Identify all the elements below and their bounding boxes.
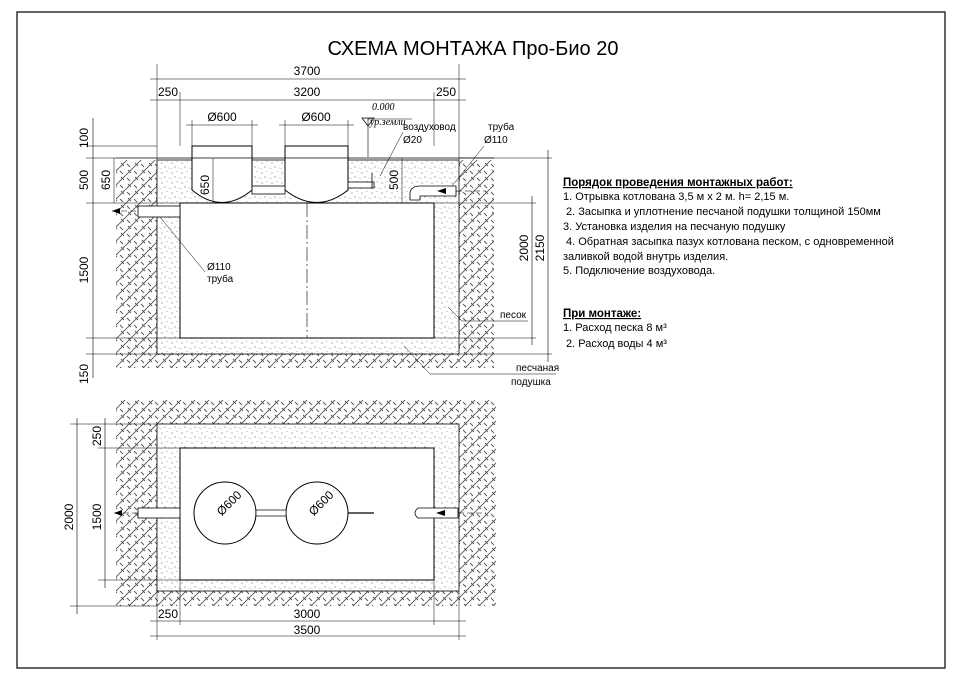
dim-500-inner: 500 <box>387 170 401 190</box>
plan-dim-2000: 2000 <box>62 503 76 530</box>
inlet-diameter: Ø110 <box>484 135 508 146</box>
level-marker-icon <box>361 117 375 127</box>
plan-dim-250-bottom: 250 <box>158 607 178 621</box>
dim-3200: 3200 <box>294 85 321 99</box>
level-value: 0.000 <box>372 102 395 113</box>
air-duct-label: воздуховод <box>403 122 456 133</box>
section-view: 0.000 ур.земли 3700 250 3200 250 Ø600 Ø6… <box>77 64 559 388</box>
plan-view: Ø600 Ø600 2000 1500 250 250 3000 3500 <box>62 400 496 640</box>
level-label: ур.земли <box>369 117 406 128</box>
air-duct <box>347 181 375 189</box>
sand-label: песок <box>500 310 527 321</box>
dim-100: 100 <box>77 128 91 148</box>
procedure-step-5: 5. Подключение воздуховода. <box>563 265 715 277</box>
sheet-frame <box>16 11 946 669</box>
inlet-arrow-icon <box>437 188 446 194</box>
procedure-step-4-cont: заливкой водой внутрь изделия. <box>563 251 728 263</box>
plan-outlet-pipe <box>137 507 181 519</box>
dim-2150-right: 2150 <box>533 234 547 261</box>
install-title: При монтаже: <box>563 308 641 320</box>
dim-2000-right: 2000 <box>517 234 531 261</box>
dim-3700: 3700 <box>294 64 321 78</box>
plan-inlet-arrow-icon <box>436 510 445 516</box>
cushion-label-1: песчаная <box>516 363 559 374</box>
dim-500-left: 500 <box>77 170 91 190</box>
dim-650-inner: 650 <box>198 175 212 195</box>
cushion-label-2: подушка <box>511 377 551 388</box>
inlet-label: труба <box>488 121 515 133</box>
neck-label-left: Ø600 <box>207 110 237 124</box>
dim-1500-left: 1500 <box>77 256 91 283</box>
install-item-2: 2. Расход воды 4 м³ <box>566 338 667 350</box>
procedure-title: Порядок проведения монтажных работ: <box>563 177 793 189</box>
dim-650-left: 650 <box>99 170 113 190</box>
plan-dim-3500: 3500 <box>294 623 321 637</box>
plan-dim-250: 250 <box>90 426 104 446</box>
procedure-step-2: 2. Засыпка и уплотнение песчаной подушки… <box>566 206 881 218</box>
procedure-step-4: 4. Обратная засыпка пазух котлована песк… <box>566 236 894 248</box>
air-duct-diameter: Ø20 <box>403 135 422 146</box>
outlet-pipe <box>137 205 181 218</box>
neck-right <box>284 145 349 203</box>
install-item-1: 1. Расход песка 8 м³ <box>563 322 667 334</box>
outlet-label: труба <box>207 273 234 285</box>
outlet-diameter: Ø110 <box>207 262 231 273</box>
outlet-arrow-icon <box>112 208 120 214</box>
plan-dim-1500: 1500 <box>90 503 104 530</box>
notes-block: Порядок проведения монтажных работ: 1. О… <box>563 177 894 350</box>
drawing-title: СХЕМА МОНТАЖА Про-Био 20 <box>328 38 619 60</box>
dim-250-right: 250 <box>436 85 456 99</box>
plan-outlet-arrow-icon <box>114 510 122 516</box>
procedure-step-1: 1. Отрывка котлована 3,5 м х 2 м. h= 2,1… <box>563 191 789 203</box>
procedure-step-3: 3. Установка изделия на песчаную подушку <box>563 221 786 233</box>
dim-150-left: 150 <box>77 364 91 384</box>
neck-connector <box>251 185 286 195</box>
dim-250-left: 250 <box>158 85 178 99</box>
neck-label-right: Ø600 <box>301 110 331 124</box>
plan-dim-3000: 3000 <box>294 607 321 621</box>
